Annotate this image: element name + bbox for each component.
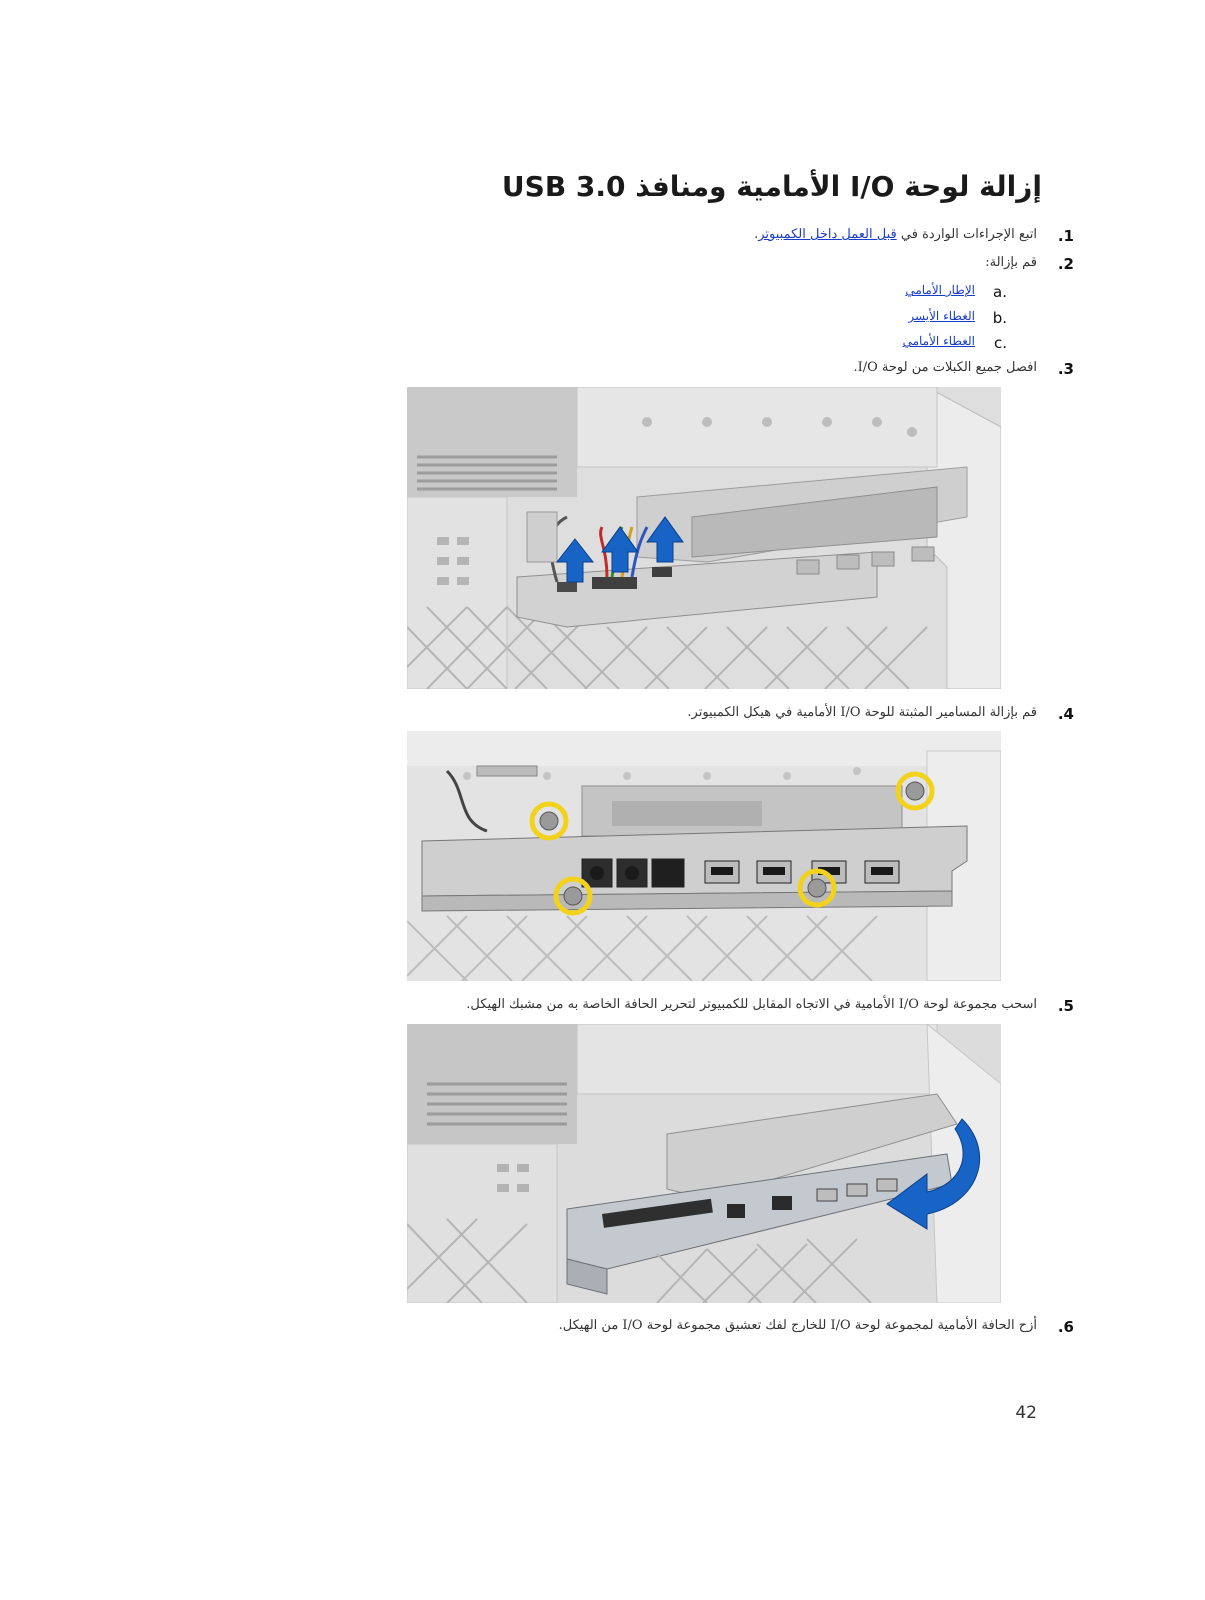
step-3: .3 افصل جميع الكبلات من لوحة I/O. [853, 360, 1074, 378]
step-text: قم بإزالة المسامير المثبتة للوحة I/O الأ… [687, 705, 1037, 720]
step-number: .3 [1057, 360, 1074, 378]
screw-highlight-icon [529, 771, 935, 916]
substep-letter: a. [993, 283, 1007, 301]
substep-letter: c. [993, 334, 1007, 352]
front-cover-link[interactable]: الغطاء الأمامي [902, 334, 975, 348]
step-text: أزح الحافة الأمامية لمجموعة لوحة I/O للخ… [558, 1318, 1037, 1333]
left-cover-link[interactable]: الغطاء الأيسر [908, 309, 975, 323]
figure-remove-screws [407, 731, 1001, 981]
arrow-up-icon [555, 516, 684, 583]
substep-c: c. الغطاء الأمامي [902, 334, 1007, 352]
step-6: .6 أزح الحافة الأمامية لمجموعة لوحة I/O … [558, 1318, 1074, 1336]
curved-arrow-icon [886, 1118, 980, 1230]
before-working-link[interactable]: قبل العمل داخل الكمبيوتر [758, 227, 897, 242]
step-text: قم بإزالة: [985, 255, 1037, 270]
figure-pull-io-panel [407, 1024, 1001, 1303]
substep-letter: b. [992, 309, 1007, 327]
step-number: .2 [1057, 255, 1074, 273]
step-2: .2 قم بإزالة: [985, 255, 1074, 273]
step-number: .1 [1057, 227, 1074, 245]
step-text: اتبع الإجراءات الواردة في [896, 227, 1037, 242]
step-number: .4 [1057, 705, 1074, 723]
page-number: 42 [1015, 1403, 1037, 1423]
step-text: افصل جميع الكبلات من لوحة I/O. [853, 360, 1037, 375]
page-title: إزالة لوحة I/O الأمامية ومنافذ USB 3.0 [501, 170, 1042, 203]
substep-b: b. الغطاء الأيسر [908, 309, 1007, 327]
substep-a: a. الإطار الأمامي [905, 283, 1007, 301]
step-5: .5 اسحب مجموعة لوحة I/O الأمامية في الات… [466, 997, 1074, 1015]
step-text: اسحب مجموعة لوحة I/O الأمامية في الاتجاه… [466, 997, 1037, 1012]
step-4: .4 قم بإزالة المسامير المثبتة للوحة I/O … [687, 705, 1074, 723]
step-text-end: . [754, 227, 759, 242]
step-1: .1 اتبع الإجراءات الواردة في قبل العمل د… [754, 227, 1074, 245]
step-number: .6 [1057, 1318, 1074, 1336]
step-number: .5 [1057, 997, 1074, 1015]
figure-disconnect-cables [407, 387, 1001, 689]
front-bezel-link[interactable]: الإطار الأمامي [905, 283, 975, 297]
